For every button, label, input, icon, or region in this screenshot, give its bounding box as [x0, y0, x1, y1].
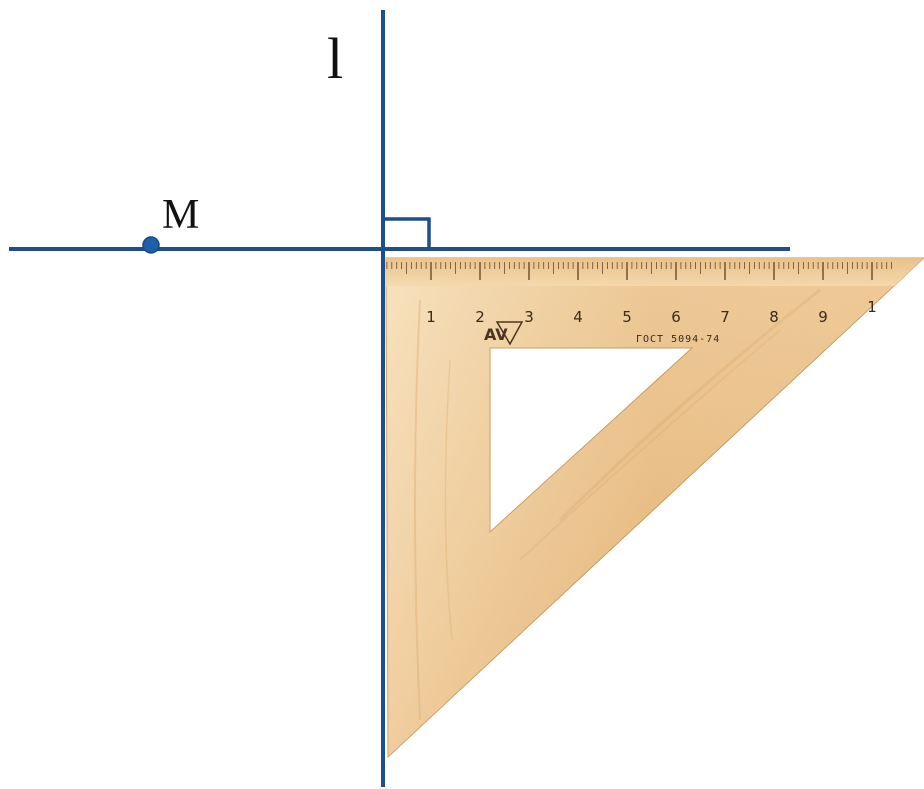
point-m-label: M	[162, 192, 199, 238]
ruler-number-4: 4	[573, 308, 583, 326]
ruler-stamp: ГОСТ 5094-74	[636, 334, 720, 345]
right-angle-mark	[383, 217, 431, 249]
line-l-label: l	[327, 26, 343, 91]
logo-text: AV	[484, 325, 508, 344]
ruler-number-2: 2	[475, 308, 485, 326]
ruler-number-9: 9	[818, 308, 828, 326]
ruler-number-7: 7	[720, 308, 730, 326]
ruler-number-5: 5	[622, 308, 632, 326]
set-square-grain	[386, 258, 924, 757]
ruler-numbers: 1 2 3 4 5 6 7 8 9 1	[426, 298, 877, 326]
ruler-number-3: 3	[524, 308, 534, 326]
ruler-number-6: 6	[671, 308, 681, 326]
set-square: 1 2 3 4 5 6 7 8 9 1 ГОСТ 5094-74 AV	[381, 257, 924, 759]
ruler-ticks	[381, 262, 892, 280]
point-m	[142, 236, 160, 254]
ruler-number-1: 1	[426, 308, 436, 326]
ruler-strip	[386, 258, 924, 286]
ruler-number-8: 8	[769, 308, 779, 326]
ruler-number-10: 1	[867, 298, 877, 316]
manufacturer-logo: AV	[484, 321, 524, 346]
